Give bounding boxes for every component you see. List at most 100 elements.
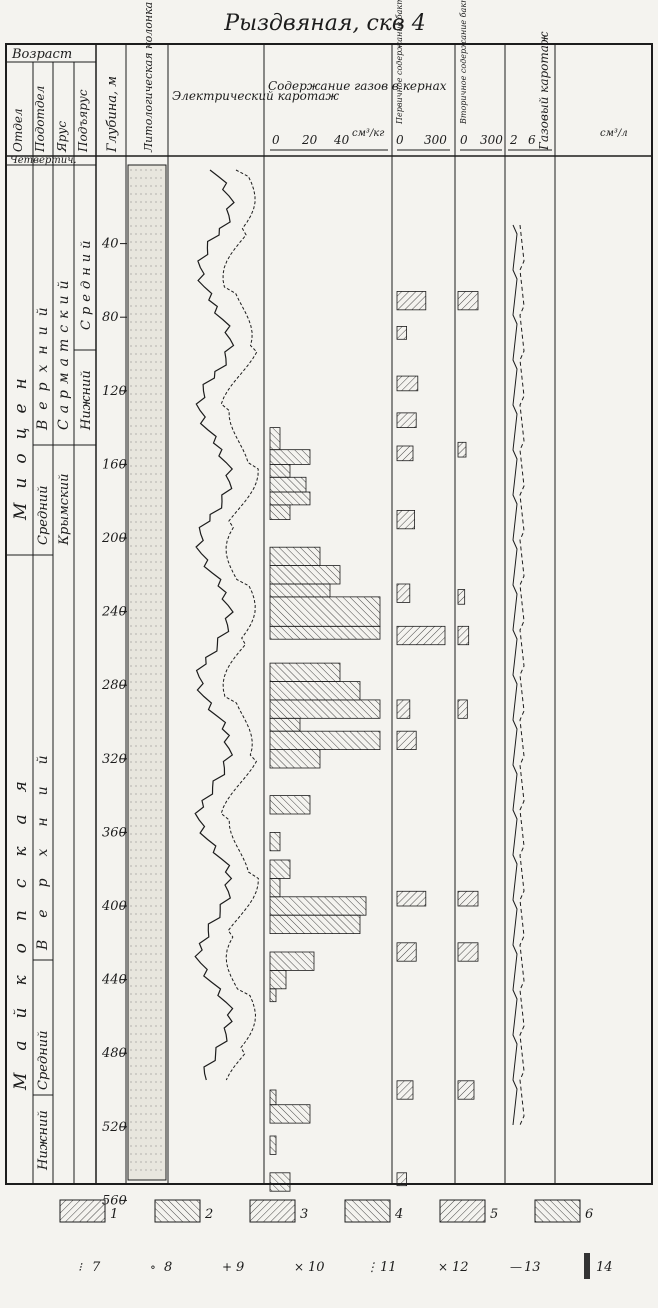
- bar: [269, 565, 341, 585]
- hatch-back-dense-icon: [249, 1199, 296, 1223]
- bar: [269, 463, 291, 478]
- legend-item: ⋮11: [366, 1260, 397, 1275]
- diagram-title: Рыздвяная, скв 4: [223, 11, 425, 36]
- bar: [396, 375, 419, 392]
- header-lithology: Литологическая колонка: [142, 2, 155, 153]
- hatch-sparse-icon: [59, 1199, 106, 1223]
- bar: [269, 914, 361, 935]
- bar: [269, 896, 367, 916]
- header-secondary-bacteria: Вторичное содержание бактерий (интенсивн…: [459, 0, 468, 125]
- legend-num: 13: [524, 1260, 541, 1275]
- secondary-bacteria-bars: [457, 291, 479, 1100]
- bar: [269, 546, 321, 567]
- bar: [269, 878, 281, 898]
- bar: [269, 730, 381, 751]
- bar: [396, 1080, 414, 1100]
- bar: [396, 942, 417, 962]
- crosses-icon: +: [222, 1260, 232, 1274]
- gaslog-tick-6: 6: [528, 133, 536, 147]
- legend-num: 14: [596, 1260, 613, 1275]
- bar: [457, 441, 467, 458]
- bar: [396, 1172, 408, 1187]
- header-stage: Ярус: [55, 121, 69, 153]
- bar: [269, 662, 341, 682]
- strat-sarmatian: Сарматский: [56, 275, 72, 430]
- legend-num: 8: [164, 1260, 172, 1275]
- bar: [396, 412, 417, 429]
- strat-miocene-upper: Верхний: [35, 297, 51, 431]
- bar: [457, 699, 468, 719]
- secondary-tick-0: 0: [460, 133, 468, 147]
- legend-item: +9: [222, 1260, 244, 1275]
- header-gas-content: Содержание газов в кернах: [268, 79, 447, 93]
- legend-num: 9: [236, 1260, 244, 1275]
- bar: [269, 951, 315, 971]
- hatch-back-icon: [154, 1199, 201, 1223]
- header-primary-bacteria: Первичное содержание бактерий (интенсивн…: [395, 0, 404, 125]
- strat-quaternary: Четвертич.: [10, 155, 77, 166]
- gaslog-tick-2: 2: [509, 133, 518, 147]
- gas-content-bars: [269, 427, 381, 1192]
- bar: [269, 1104, 311, 1124]
- lithology-column: [127, 164, 167, 1181]
- circles-icon: ∘: [150, 1260, 156, 1274]
- legend-num: 4: [394, 1207, 403, 1222]
- legend-num: 10: [308, 1260, 325, 1275]
- legend-item: 3: [249, 1199, 308, 1223]
- bar: [457, 1080, 475, 1100]
- legend-num: 11: [380, 1260, 397, 1275]
- gas-tick-0: 0: [272, 133, 280, 147]
- header-division: Отдел: [11, 108, 25, 152]
- legend-num: 3: [300, 1207, 308, 1222]
- depth-label: 80: [102, 310, 119, 325]
- bar: [269, 504, 291, 521]
- bar: [396, 890, 427, 907]
- legend-num: 12: [452, 1260, 469, 1275]
- bar: [396, 445, 414, 462]
- header-gas-log: Газовый каротаж: [537, 31, 551, 151]
- bar: [396, 699, 411, 719]
- legend-item: ∘8: [150, 1260, 172, 1275]
- bar: [457, 291, 479, 311]
- bar: [269, 699, 381, 719]
- bar: [269, 749, 321, 769]
- header-electric-log: Электрический каротаж: [172, 89, 339, 103]
- strat-miocene-middle: Средний: [36, 485, 51, 545]
- bar: [396, 625, 446, 646]
- bar: [269, 449, 311, 465]
- bar: [269, 681, 361, 701]
- header-subdivision: Подотдел: [33, 86, 47, 153]
- depth-label: 440: [101, 973, 127, 988]
- legend-num: 6: [585, 1207, 593, 1222]
- gas-log-curves: [512, 224, 525, 1126]
- bar: [269, 1089, 277, 1106]
- bar: [269, 717, 301, 732]
- depth-label: 560: [102, 1193, 127, 1208]
- legend-num: 1: [110, 1207, 118, 1222]
- strat-maikop-lower: Нижний: [36, 1110, 51, 1171]
- legend-item: —13: [510, 1260, 541, 1275]
- bar: [457, 589, 466, 605]
- bar: [269, 795, 311, 815]
- bar: [269, 583, 331, 598]
- bar: [269, 491, 311, 506]
- black-bar-icon: [584, 1253, 590, 1279]
- bar: [457, 625, 470, 646]
- depth-label: 200: [101, 531, 127, 546]
- depth-label: 360: [102, 825, 127, 840]
- header-gas-units: см³/кг: [352, 128, 384, 139]
- dots-icon: ⁝: [78, 1260, 83, 1274]
- depth-label: 480: [101, 1046, 127, 1061]
- legend-item: ⁝7: [78, 1260, 101, 1275]
- bar: [396, 509, 416, 530]
- hatch-dotted-icon: [534, 1199, 581, 1223]
- header-depth: Глубина, м: [105, 76, 120, 153]
- secondary-tick-300: 300: [480, 133, 503, 147]
- table-frame: [5, 43, 653, 1185]
- dash-line-icon: —: [510, 1260, 522, 1274]
- legend-num: 5: [490, 1207, 498, 1222]
- primary-bacteria-bars: [396, 291, 446, 1187]
- depth-label: 320: [102, 752, 127, 767]
- strat-miocene: Миоцен: [11, 364, 31, 521]
